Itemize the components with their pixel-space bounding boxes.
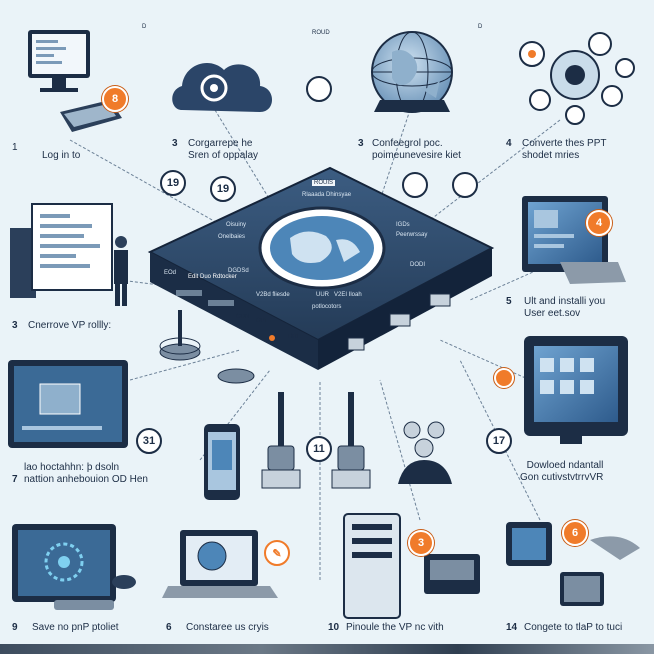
- router-front-6: potlocotors: [312, 304, 342, 310]
- badge-ring-laptop: ✎: [264, 540, 290, 566]
- router-front-1: Edit Duo Rdtocker: [188, 274, 237, 280]
- router-front-4: UUR: [316, 292, 329, 298]
- router-port-label-2: OPi: [256, 318, 267, 324]
- step-4-text: Converte thes PPT shodet mries: [522, 138, 607, 161]
- step-1-number: 1: [12, 142, 18, 153]
- phone-icon: [204, 424, 240, 500]
- header-tag-center: ROUD: [312, 30, 330, 36]
- step-6-number: 5: [506, 296, 512, 307]
- people-group-icon: [398, 421, 452, 484]
- step-3-number: 3: [358, 138, 364, 149]
- presentation-board-icon: [10, 203, 128, 306]
- badge-ring-center-lower: 11: [306, 436, 332, 462]
- step-9-number: 9: [12, 622, 18, 633]
- device-icon-bottom-right: [506, 522, 640, 606]
- router-title: Rlaaada Dhinsyae: [302, 192, 352, 198]
- monitor-icon-top-left: [28, 30, 122, 132]
- badge-ring-mid-left-2: 19: [210, 176, 236, 202]
- step-11-number: 10: [328, 622, 340, 633]
- step-4-number: 4: [506, 138, 512, 149]
- step-2-number: 3: [172, 138, 178, 149]
- step-1-text: Log in to: [42, 150, 81, 161]
- globe-icon: [371, 31, 453, 113]
- step-12-text: Congete to tlaP to tuci: [524, 622, 623, 633]
- badge-orange-right-monitor: 4: [586, 210, 612, 236]
- monitor-icon-bottom-left: [12, 524, 136, 610]
- router-left-panel-1: Oisuiny: [226, 222, 247, 228]
- badge-ring-right-2: [452, 172, 478, 198]
- step-10-text: Constaree us cryis: [186, 622, 269, 633]
- badge-ring-right-lower: 17: [486, 428, 512, 454]
- cloud-icon: [172, 63, 272, 112]
- monitor-icon-right: [522, 196, 626, 284]
- badge-orange-bottom-center: 3: [408, 530, 434, 556]
- header-tag-left: D: [142, 24, 147, 30]
- server-icon-bottom: [343, 513, 480, 619]
- bottom-photo-strip: [0, 644, 654, 654]
- router-left-panel-2: Onelbaies: [218, 234, 246, 240]
- router-front-5: V2EI Iloah: [334, 292, 362, 298]
- router-front-3: DGDSd: [228, 268, 249, 274]
- badge-orange-mid-right: [494, 368, 514, 388]
- step-7-number: 7: [12, 474, 18, 485]
- step-5-text: Cnerrove VP rollly:: [28, 320, 112, 331]
- router-right-panel-1: IGDs: [396, 222, 410, 228]
- step-8-text: Dowloed ndantall Gon cutivstvtrrvVR: [520, 460, 604, 483]
- router-port-label: GDN: [236, 314, 250, 320]
- badge-ring-right-1: [402, 172, 428, 198]
- step-6-text: Ult and installi you User eet.sov: [524, 296, 606, 319]
- step-9-text: Save no pnP ptoliet: [32, 622, 119, 633]
- laptop-icon-left: [8, 360, 128, 448]
- badge-ring-mid-left-1: 19: [160, 170, 186, 196]
- tablet-icon-right: [524, 336, 628, 444]
- router-front-2: V2Bd fliesde: [256, 292, 290, 298]
- header-tag-right: D: [478, 24, 483, 30]
- step-5-number: 3: [12, 320, 18, 331]
- settings-icon-cluster: [519, 32, 635, 125]
- router-side-left: EOd: [164, 270, 177, 276]
- badge-orange-bottom-right: 6: [562, 520, 588, 546]
- step-3-text: Confeegrol poc. poimeunevesire kiet: [372, 138, 461, 161]
- router-right-panel-3: DODI: [410, 262, 425, 268]
- cable-coil-icon: [159, 310, 255, 384]
- step-11-text: Pinoule the VP nc vith: [346, 622, 444, 633]
- step-2-text: Corgarrepe he Sren of oppalay: [188, 138, 259, 161]
- badge-monitor-top-left: 8: [102, 86, 128, 112]
- router-port-label-3: HRI: [288, 334, 299, 340]
- adapter-icons: [261, 392, 371, 489]
- laptop-icon-bottom: [162, 530, 278, 598]
- badge-ring-left-lower: 31: [136, 428, 162, 454]
- router-right-panel-2: Peerwrssay: [396, 232, 428, 238]
- badge-ring-top-center: [306, 76, 332, 102]
- router-top-tag: ROUIS: [312, 180, 336, 186]
- step-12-number: 14: [506, 622, 518, 633]
- step-10-number: 6: [166, 622, 172, 633]
- step-7-text: lao hoctahhn: þ dsoln nattion anhebouion…: [24, 462, 148, 485]
- router-device: [147, 166, 495, 370]
